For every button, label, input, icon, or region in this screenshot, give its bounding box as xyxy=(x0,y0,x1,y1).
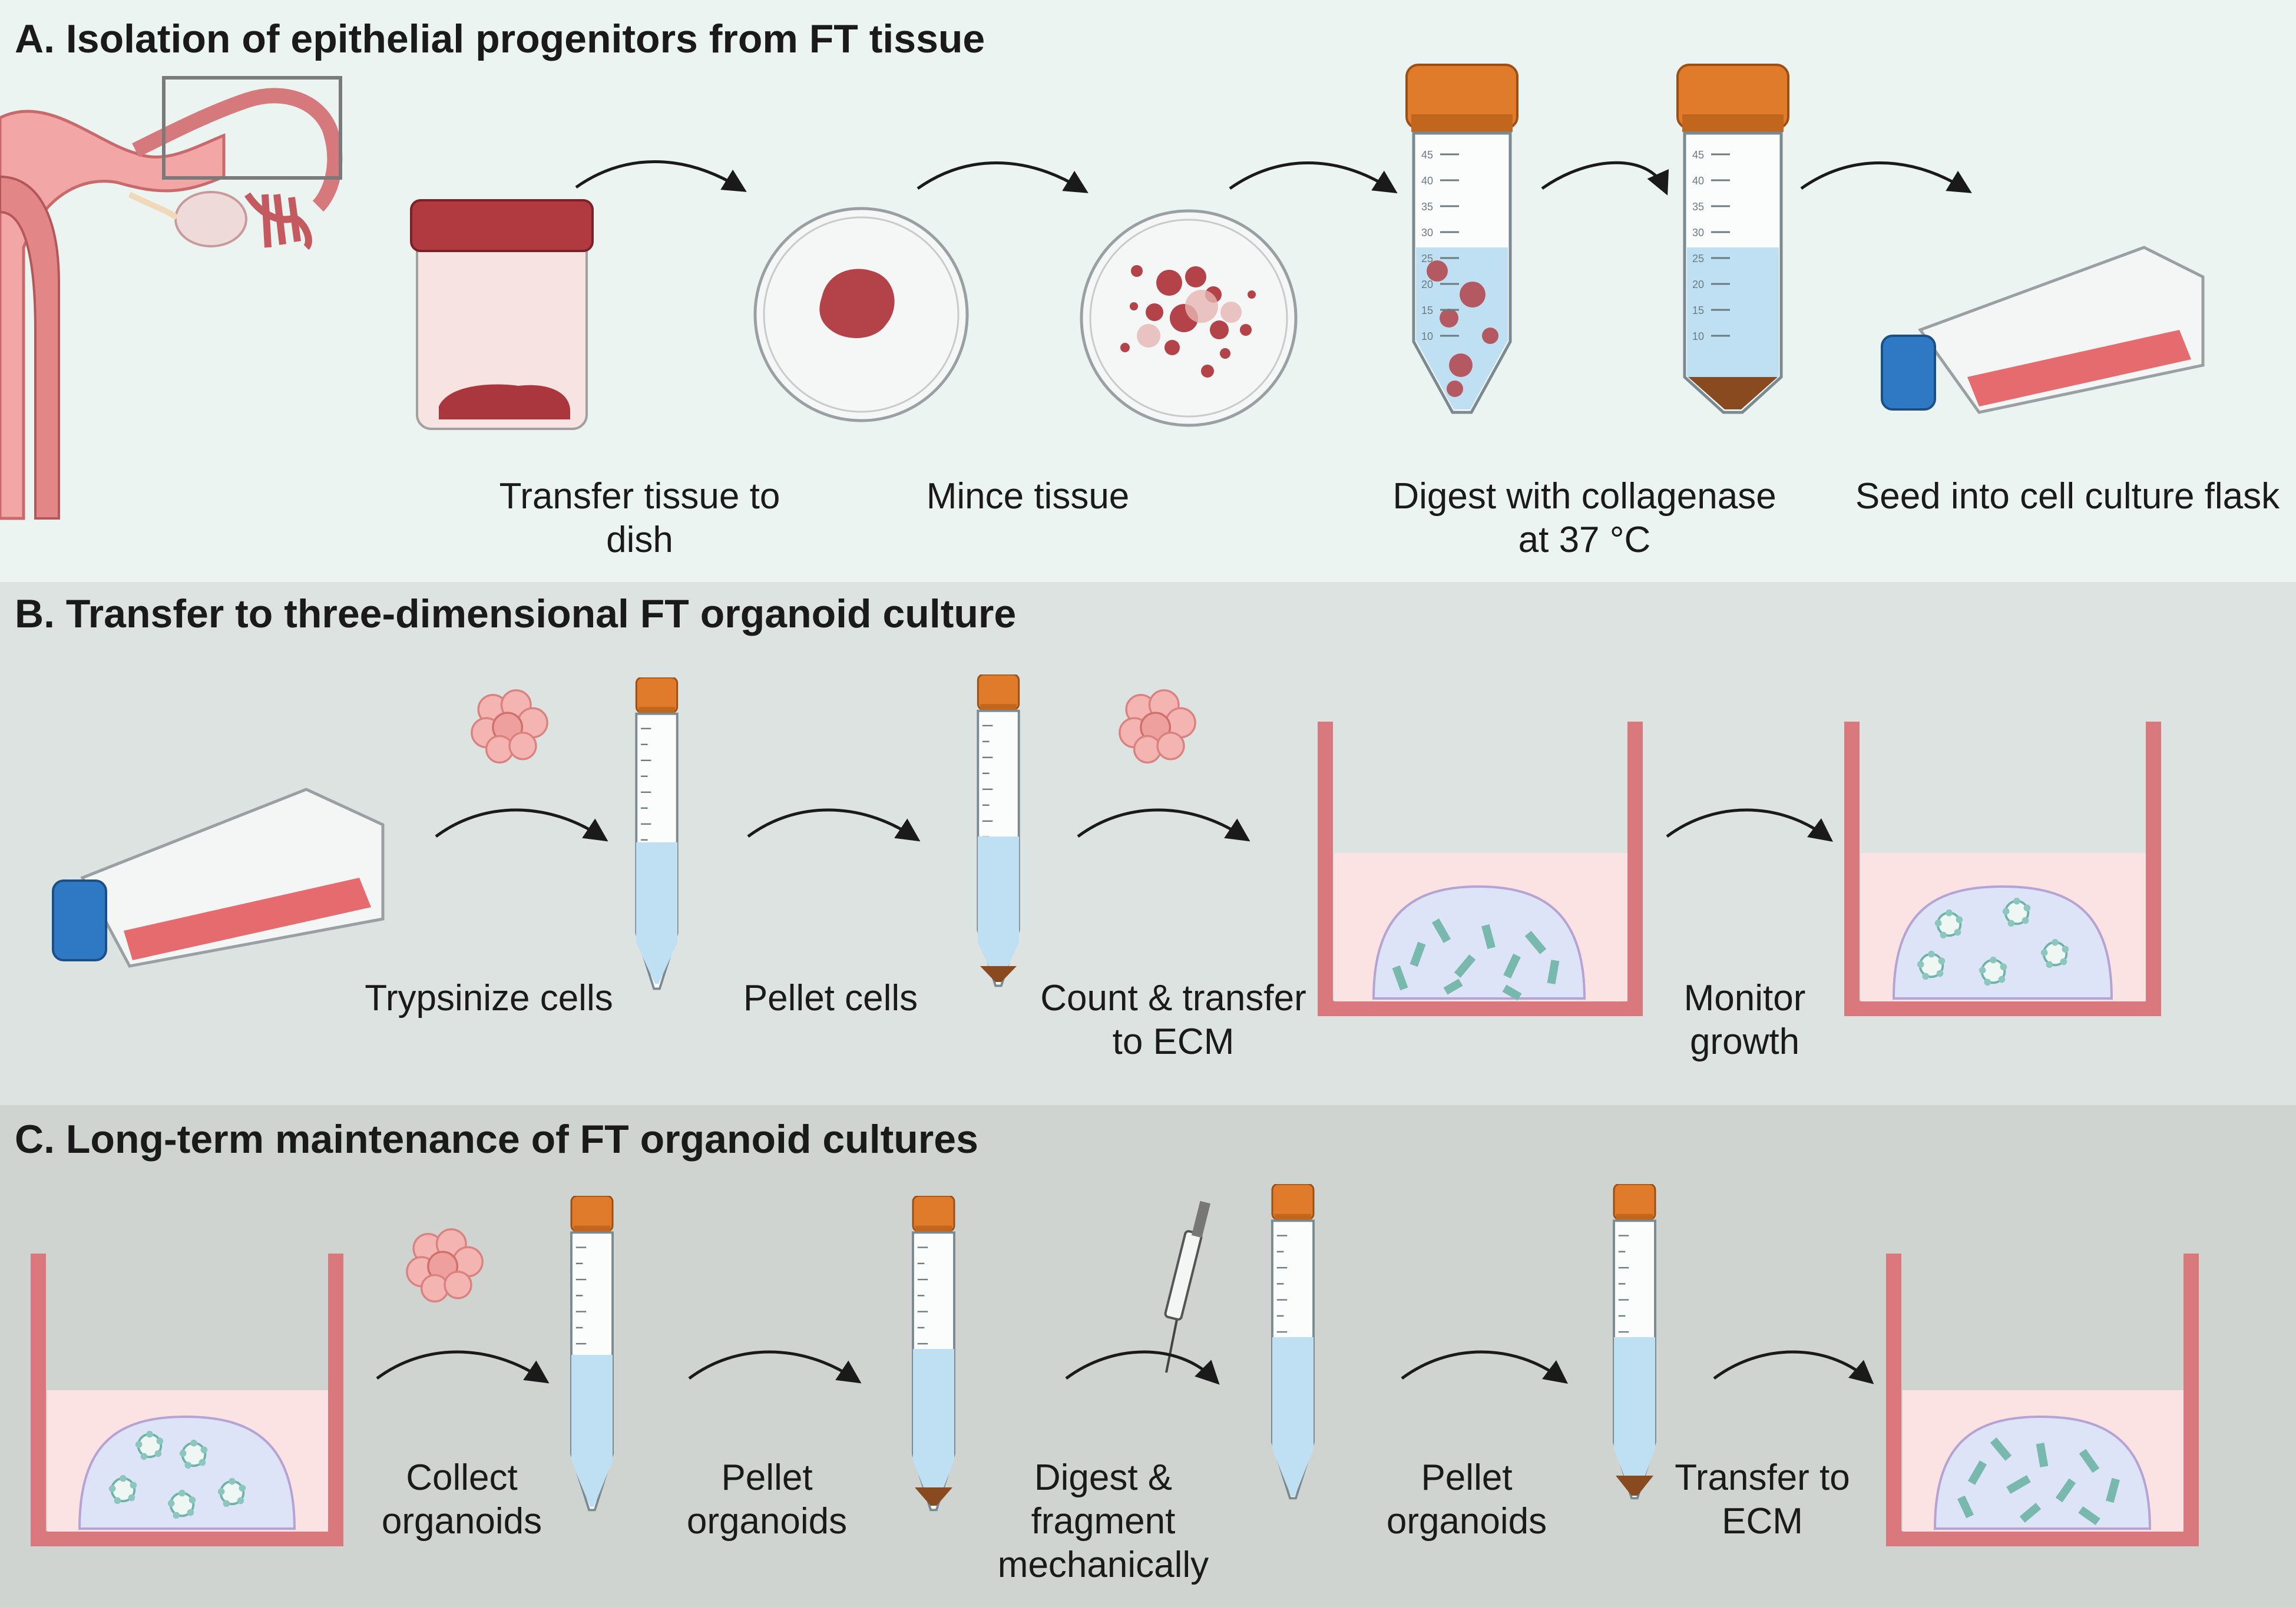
collagenase-tube-digesting xyxy=(1405,64,1518,414)
panel-c-title: C. Long-term maintenance of FT organoid … xyxy=(15,1117,978,1162)
tube-graduation-label: 10 xyxy=(1421,330,1433,342)
panel-b-title: B. Transfer to three-dimensional FT orga… xyxy=(15,591,1017,636)
tube-graduation-label: 30 xyxy=(1421,227,1433,239)
petri-dish-minced xyxy=(1080,209,1298,427)
tube-graduation-label: 25 xyxy=(1421,253,1433,264)
tube-graduation-label: 15 xyxy=(1421,305,1433,316)
well-ecm-seeded xyxy=(1318,722,1643,1016)
tube-graduation-label: 20 xyxy=(1692,279,1704,290)
culture-flask-b xyxy=(52,788,385,968)
tube-graduation-label: 45 xyxy=(1692,149,1704,161)
well-reseeded xyxy=(1886,1254,2199,1546)
tube-graduation-label: 25 xyxy=(1692,253,1704,264)
fallopian-tube-illustration xyxy=(0,76,343,520)
tube-graduation-label: 35 xyxy=(1692,201,1704,213)
tube-graduation-label: 10 xyxy=(1692,330,1704,342)
cell-cluster-b1 xyxy=(471,689,548,764)
step-label-mince-tissue: Mince tissue xyxy=(926,476,1130,517)
cell-cluster-b2 xyxy=(1119,689,1196,764)
tube-graduation-label: 40 xyxy=(1692,175,1704,187)
panel-a-title: A. Isolation of epithelial progenitors f… xyxy=(15,16,985,61)
tube-graduation-label: 35 xyxy=(1421,201,1433,213)
tube-graduation-label: 40 xyxy=(1421,175,1433,187)
tube-graduation-label: 45 xyxy=(1421,149,1433,161)
step-label-trypsinize: Trypsinize cells xyxy=(365,978,613,1019)
well-mature-organoids xyxy=(31,1254,343,1546)
syringe-icon xyxy=(1164,1201,1210,1373)
cell-cluster-c xyxy=(406,1228,484,1303)
tube-graduation-label: 20 xyxy=(1421,279,1433,290)
tube-graduation-label: 15 xyxy=(1692,305,1704,316)
collagenase-tube-pellet xyxy=(1676,64,1789,414)
step-label-pellet-cells: Pellet cells xyxy=(743,978,918,1019)
step-label-seed-flask: Seed into cell culture flask xyxy=(1855,476,2280,517)
culture-flask-a xyxy=(1881,246,2205,414)
specimen-jar xyxy=(410,199,594,430)
tube-graduation-label: 30 xyxy=(1692,227,1704,239)
petri-dish-tissue xyxy=(753,207,969,422)
well-organoids-growing xyxy=(1844,722,2161,1016)
